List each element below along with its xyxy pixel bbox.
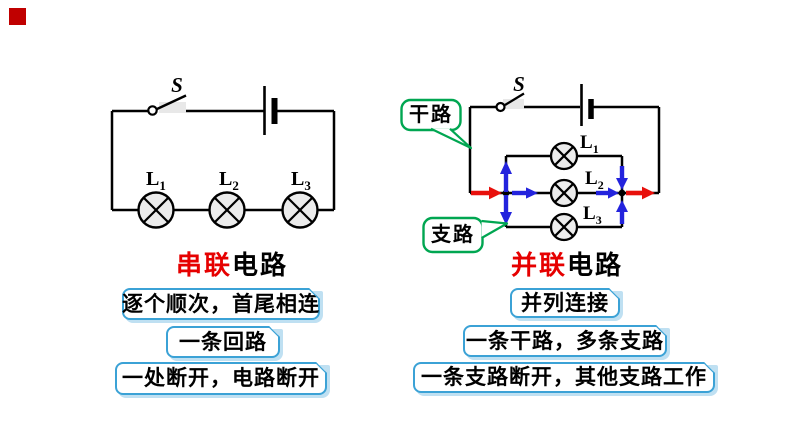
series-lamp-label-l1: L1 (146, 168, 166, 192)
series-circuit-title: 串联电路 (121, 251, 343, 280)
battery-icon (263, 86, 278, 135)
series-lamp-label-l3: L3 (291, 168, 311, 192)
main-path-callout-shape (400, 98, 473, 150)
parallel-switch-label: S (513, 72, 525, 96)
parallel-title-rest: 电路 (567, 250, 624, 280)
lamp-icon (549, 212, 579, 242)
branch-path-callout-label: 支路 (431, 224, 475, 246)
lamp-subscript: 1 (592, 141, 599, 156)
series-note-2: 一条回路 (166, 326, 280, 358)
series-title-highlight: 串联 (175, 250, 232, 280)
parallel-circuit-diagram (400, 84, 661, 254)
lamp-icon (281, 191, 319, 229)
switch-icon (147, 94, 187, 116)
parallel-title-highlight: 并联 (510, 250, 567, 280)
battery-icon (580, 84, 594, 126)
lamp-icon (208, 191, 246, 229)
parallel-note-2: 一条干路，多条支路 (463, 325, 667, 357)
series-note-3: 一处断开，电路断开 (115, 362, 327, 395)
main-path-callout-label: 干路 (409, 104, 453, 126)
corner-decoration-square (9, 8, 26, 25)
current-arrow-red (471, 186, 655, 200)
lamp-icon (549, 141, 579, 171)
series-title-rest: 电路 (232, 250, 289, 280)
junction-dot (618, 189, 626, 197)
branch-path-callout-shape (422, 216, 509, 254)
lamp-letter: L (583, 203, 596, 224)
series-circuit-diagram (110, 86, 336, 229)
parallel-lamp-label-l3: L3 (583, 203, 602, 226)
series-note-1: 逐个顺次，首尾相连 (122, 288, 320, 320)
parallel-lamp-label-l1: L1 (580, 132, 599, 155)
parallel-circuit-title: 并联电路 (456, 251, 678, 280)
switch-icon (495, 92, 525, 113)
current-arrow-blue (500, 161, 628, 225)
parallel-note-3: 一条支路断开，其他支路工作 (413, 362, 715, 393)
lamp-subscript: 1 (159, 178, 166, 193)
lamp-icon (137, 191, 175, 229)
lamp-subscript: 3 (595, 212, 602, 227)
lamp-letter: L (146, 168, 160, 190)
lamp-subscript: 2 (597, 177, 604, 192)
lamp-icon (549, 178, 579, 208)
lamp-letter: L (219, 168, 233, 190)
parallel-note-1: 并列连接 (510, 288, 620, 318)
series-switch-label: S (171, 73, 183, 97)
lamp-subscript: 3 (304, 178, 311, 193)
lamp-letter: L (580, 132, 593, 153)
lamp-letter: L (291, 168, 305, 190)
lamp-letter: L (585, 168, 598, 189)
series-lamp-label-l2: L2 (219, 168, 239, 192)
lamp-subscript: 2 (232, 178, 239, 193)
parallel-lamp-label-l2: L2 (585, 168, 604, 191)
